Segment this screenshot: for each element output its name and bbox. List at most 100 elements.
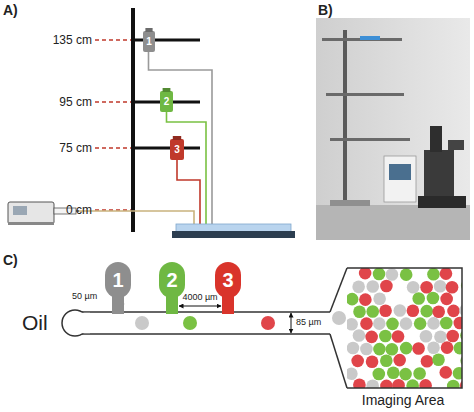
area-label: Imaging Area xyxy=(340,392,466,408)
droplet xyxy=(440,317,453,330)
inlet-port: 1 xyxy=(104,262,132,314)
droplet xyxy=(360,317,373,330)
droplet xyxy=(419,379,432,388)
droplet xyxy=(366,355,379,368)
droplet xyxy=(352,281,365,294)
imaging-chamber: Imaging Area xyxy=(340,264,466,410)
droplet xyxy=(420,281,433,294)
node-label: 2 xyxy=(160,91,173,112)
stand-pole xyxy=(131,8,135,232)
setup-photo-part xyxy=(330,200,370,206)
setup-photo-part xyxy=(343,30,347,208)
droplet xyxy=(407,304,420,317)
droplet xyxy=(453,317,462,330)
droplet xyxy=(380,354,393,367)
dimension-arrows-part xyxy=(291,313,292,333)
droplet xyxy=(446,281,459,294)
stand-arms-part xyxy=(133,147,200,150)
tubing-part xyxy=(167,112,207,226)
droplet xyxy=(392,379,405,388)
droplet xyxy=(386,318,399,331)
droplet xyxy=(365,331,378,344)
droplet xyxy=(427,317,440,330)
inlet-port-shape xyxy=(222,290,234,314)
droplet xyxy=(347,367,358,380)
droplet xyxy=(394,304,407,317)
dimension-label: 50 µm xyxy=(72,291,104,302)
droplet xyxy=(379,304,392,317)
panel-letter: B) xyxy=(318,2,348,18)
reservoir-syringe-shape xyxy=(173,136,181,140)
height-markers-part xyxy=(95,101,131,102)
height-markers-part xyxy=(95,39,131,40)
droplet xyxy=(347,318,358,331)
droplet xyxy=(399,368,412,381)
droplet xyxy=(427,341,440,354)
microfluidic-chip-part xyxy=(176,224,291,232)
setup-photo-part xyxy=(384,156,416,202)
droplet xyxy=(412,292,425,305)
droplet xyxy=(353,305,366,318)
droplet xyxy=(414,317,427,330)
setup-photo-part xyxy=(316,205,470,240)
dimension-label: 4000 µm xyxy=(172,292,228,303)
syringe-pump-part xyxy=(8,222,54,225)
droplet xyxy=(353,329,366,342)
panel-letter: C) xyxy=(3,252,33,268)
setup-photo xyxy=(316,18,470,240)
imaging-chamber-shape xyxy=(347,268,462,388)
oil-inlet: Oil xyxy=(18,306,88,340)
syringe-pump-part xyxy=(8,202,54,224)
channel-part xyxy=(80,333,330,335)
droplet xyxy=(421,355,434,368)
setup-photo-part xyxy=(360,36,380,40)
droplet xyxy=(441,341,454,354)
height-markers-part xyxy=(95,147,131,148)
inlet-port: 3 xyxy=(214,262,242,314)
setup-photo-part xyxy=(330,138,410,141)
droplet xyxy=(434,280,447,293)
droplet xyxy=(400,317,413,330)
droplet xyxy=(400,268,413,281)
node-label: 3 xyxy=(214,264,242,296)
droplet xyxy=(366,280,379,293)
droplet xyxy=(359,293,372,306)
droplet xyxy=(412,342,425,355)
tubing xyxy=(78,52,212,226)
node-label: 3 xyxy=(170,139,184,160)
droplet xyxy=(406,379,419,388)
droplet xyxy=(440,293,453,306)
droplet xyxy=(360,343,373,356)
setup-photo-part xyxy=(430,126,442,152)
channel-droplets-part xyxy=(332,311,346,325)
setup-photo-part xyxy=(389,164,411,180)
channel-part xyxy=(330,268,347,312)
reservoir-syringe-shape xyxy=(143,31,155,52)
height-label: 95 cm xyxy=(38,95,92,109)
droplet xyxy=(440,268,453,280)
channel-droplets-part xyxy=(135,316,149,330)
droplet xyxy=(373,293,386,306)
syringe-pump-part xyxy=(13,206,27,215)
inlet-port: 2 xyxy=(158,262,186,314)
height-label: 0 cm xyxy=(38,203,92,217)
droplet xyxy=(407,281,420,294)
height-label: 75 cm xyxy=(38,141,92,155)
droplet xyxy=(420,330,433,343)
dimension-arrows-part xyxy=(179,306,221,307)
droplet xyxy=(432,354,445,367)
droplet xyxy=(434,330,447,343)
stand-arms xyxy=(133,40,200,148)
droplet xyxy=(380,280,393,293)
droplet xyxy=(379,330,392,343)
droplet xyxy=(446,330,459,343)
panel-letter: A) xyxy=(3,2,33,18)
droplet xyxy=(427,268,440,280)
setup-photo-part xyxy=(448,140,464,150)
oil-inlet-shape xyxy=(80,313,90,333)
tubing-part xyxy=(149,52,213,226)
droplet xyxy=(413,367,426,380)
reservoir-syringe: 2 xyxy=(160,88,173,112)
height-label: 135 cm xyxy=(38,33,92,47)
